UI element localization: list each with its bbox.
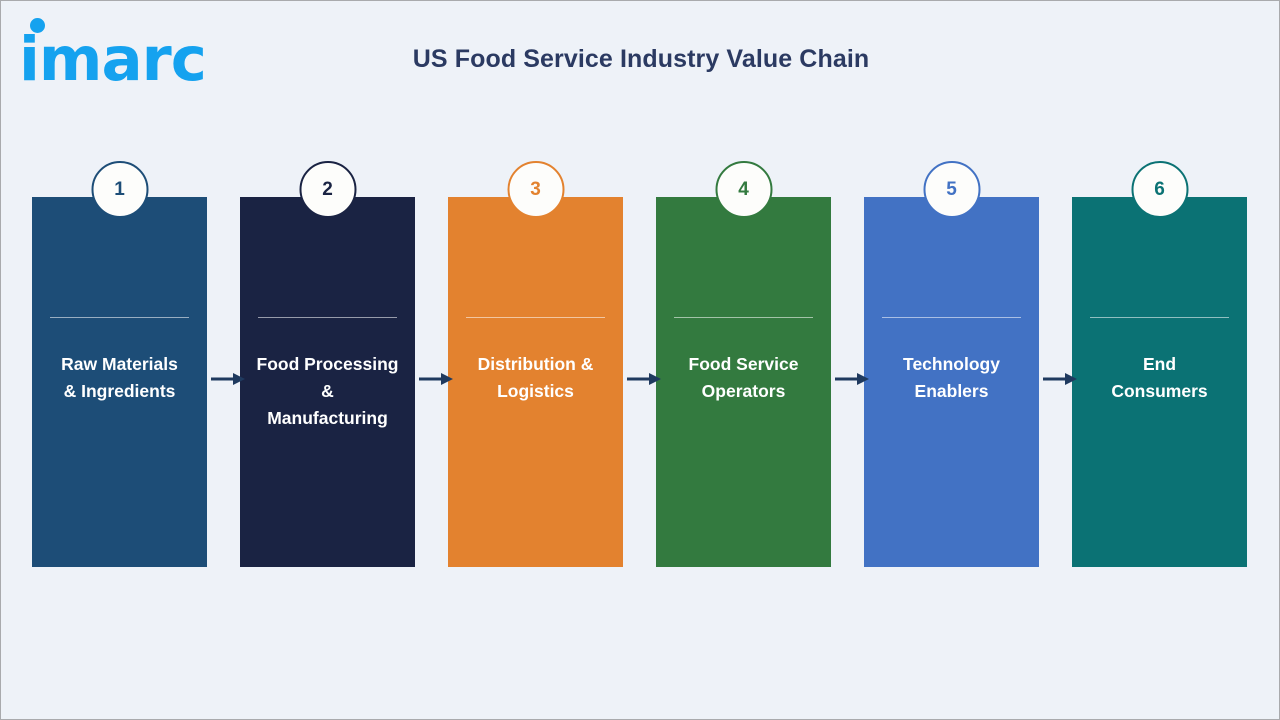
value-chain-stage[interactable]: End Consumers 6 — [1072, 161, 1247, 567]
value-chain-stage[interactable]: Raw Materials & Ingredients 1 — [32, 161, 207, 567]
imarc-logo: imarc — [19, 9, 249, 93]
stage-number-badge: 4 — [715, 161, 772, 218]
stage-panel — [656, 197, 831, 567]
flow-arrow-icon — [419, 372, 453, 386]
stage-label: Food Service Operators — [688, 354, 799, 402]
stage-panel — [32, 197, 207, 567]
stage-divider — [258, 317, 397, 318]
stage-panel — [864, 197, 1039, 567]
brand-dot-icon — [30, 18, 45, 33]
flow-arrow-icon — [835, 372, 869, 386]
stage-divider — [1090, 317, 1229, 318]
value-chain-stage[interactable]: Distribution & Logistics 3 — [448, 161, 623, 567]
stage-number-badge: 6 — [1131, 161, 1188, 218]
stage-divider — [882, 317, 1021, 318]
value-chain-stage[interactable]: Food Processing & Manufacturing 2 — [240, 161, 415, 567]
stage-panel — [448, 197, 623, 567]
stage-label: Distribution & Logistics — [477, 354, 594, 402]
brand-wordmark: imarc — [19, 24, 207, 95]
stage-panel — [240, 197, 415, 567]
stage-panel — [1072, 197, 1247, 567]
stage-number-badge: 1 — [91, 161, 148, 218]
stage-label: Technology Enablers — [903, 354, 1000, 402]
value-chain-stage[interactable]: Technology Enablers 5 — [864, 161, 1039, 567]
stage-divider — [50, 317, 189, 318]
stage-label: Raw Materials & Ingredients — [61, 354, 178, 402]
stage-label: Food Processing & Manufacturing — [256, 354, 399, 429]
flow-arrow-icon — [627, 372, 661, 386]
stage-number-badge: 3 — [507, 161, 564, 218]
stage-divider — [674, 317, 813, 318]
stage-divider — [466, 317, 605, 318]
stage-number-badge: 5 — [923, 161, 980, 218]
stage-number-badge: 2 — [299, 161, 356, 218]
page-title: US Food Service Industry Value Chain — [412, 45, 870, 73]
flow-arrow-icon — [1043, 372, 1077, 386]
stage-label: End Consumers — [1111, 354, 1208, 402]
flow-arrow-icon — [211, 372, 245, 386]
value-chain-stage[interactable]: Food Service Operators 4 — [656, 161, 831, 567]
